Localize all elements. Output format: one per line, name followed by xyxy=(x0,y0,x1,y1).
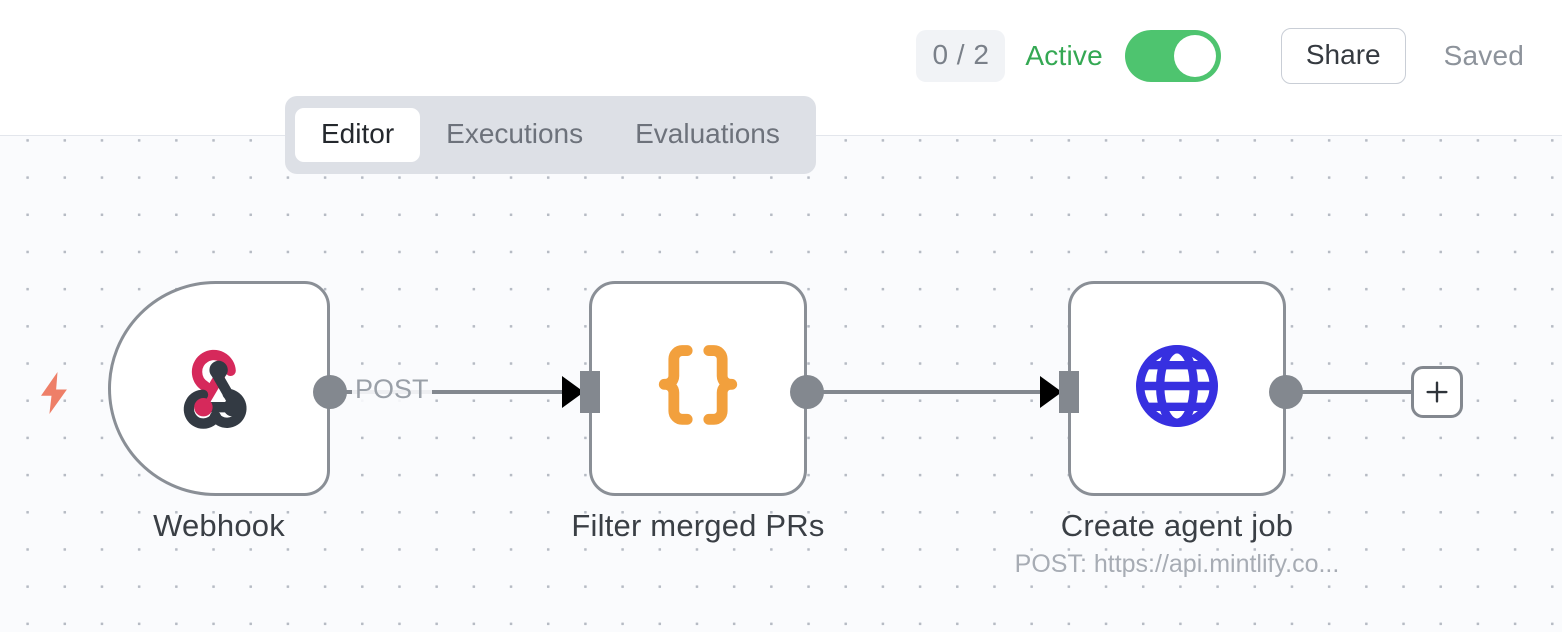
node-http-label: Create agent job xyxy=(1060,508,1294,543)
add-node-button[interactable] xyxy=(1411,366,1463,418)
port-in-filter[interactable] xyxy=(580,371,600,413)
node-filter-merged-prs[interactable] xyxy=(589,281,807,496)
run-counter-badge: 0 / 2 xyxy=(916,30,1006,82)
workflow-graph: Webhook POST Filter merged PRs xyxy=(0,136,1562,632)
curly-braces-icon xyxy=(648,336,748,441)
saved-status-label: Saved xyxy=(1443,40,1524,71)
tab-editor[interactable]: Editor xyxy=(295,108,421,162)
workflow-status-label: Active xyxy=(1025,40,1103,71)
webhook-icon xyxy=(171,338,267,439)
edge-filter-to-http[interactable] xyxy=(822,390,1042,394)
node-http-sublabel: POST: https://api.mintlify.co... xyxy=(1014,550,1340,578)
node-webhook[interactable] xyxy=(108,281,330,496)
port-out-http[interactable] xyxy=(1269,375,1303,409)
share-button[interactable]: Share xyxy=(1280,28,1406,84)
node-create-agent-job[interactable] xyxy=(1068,281,1286,496)
globe-icon xyxy=(1129,338,1225,439)
edge-http-to-add xyxy=(1301,390,1411,394)
toggle-knob xyxy=(1173,35,1216,77)
workflow-active-toggle[interactable] xyxy=(1124,30,1221,82)
tab-evaluations[interactable]: Evaluations xyxy=(635,118,780,149)
workflow-canvas[interactable]: Webhook POST Filter merged PRs xyxy=(0,136,1562,632)
port-out-filter[interactable] xyxy=(790,375,824,409)
trigger-bolt-icon xyxy=(38,372,72,414)
edge-arrow-to-filter xyxy=(562,376,584,408)
edge-arrow-to-http xyxy=(1040,376,1062,408)
node-webhook-label: Webhook xyxy=(153,508,285,543)
view-tabs: Editor Executions Evaluations xyxy=(285,96,816,174)
edge-webhook-to-filter[interactable] xyxy=(345,390,583,394)
plus-icon xyxy=(1422,377,1452,407)
edge-label-post: POST xyxy=(352,374,432,405)
node-filter-label: Filter merged PRs xyxy=(571,508,825,543)
header-actions: 0 / 2 Active Share Saved xyxy=(916,28,1524,84)
port-in-http[interactable] xyxy=(1059,371,1079,413)
tab-executions[interactable]: Executions xyxy=(446,118,584,149)
port-out-webhook[interactable] xyxy=(313,375,347,409)
